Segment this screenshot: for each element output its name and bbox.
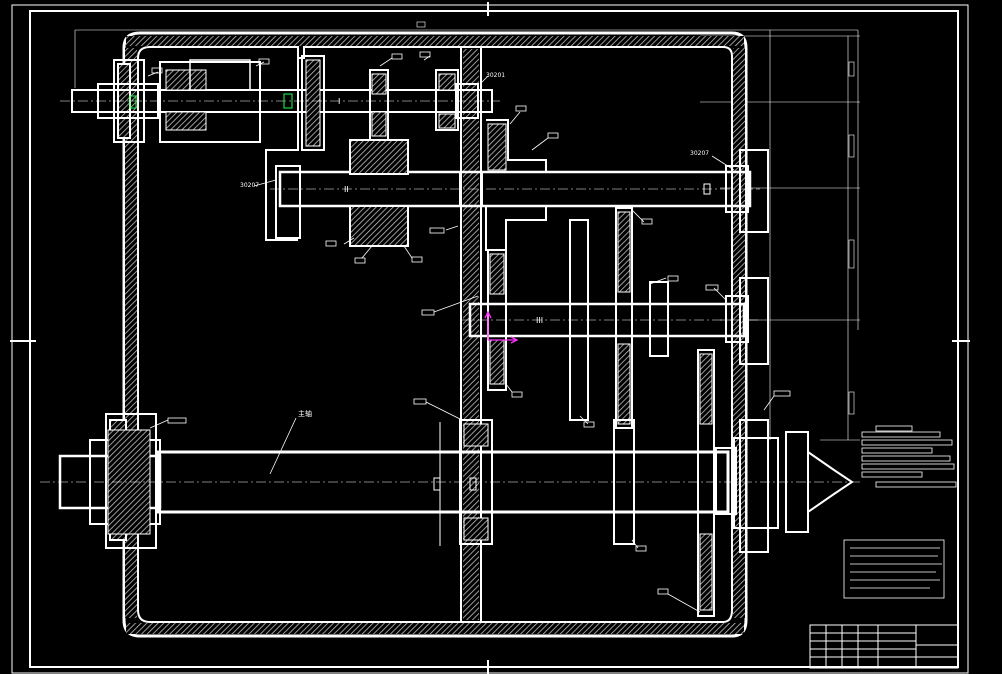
shaft-2-assembly [270,119,760,251]
bearing-code-1: 30201 [486,72,505,79]
shaft-3-assembly [460,207,760,429]
drawing-border [10,2,970,674]
spindle-assembly [40,349,860,617]
shaft-2-label: II [344,185,349,194]
ucs-icon [484,310,519,344]
bearing-code-3: 30207 [690,150,709,157]
title-block [809,624,959,669]
technical-notes [843,425,957,599]
spindle-label: 主轴 [298,409,312,418]
bearing-code-2: 30207 [240,182,259,189]
shaft-1-label: I [338,97,340,106]
leader-annotations [147,51,791,613]
shaft-3-label: III [536,316,543,325]
